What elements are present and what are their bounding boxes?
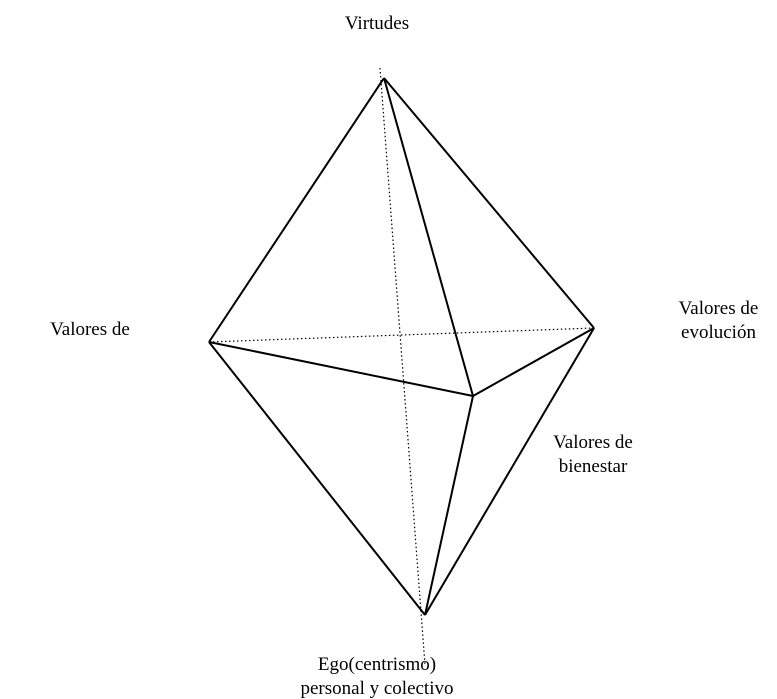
edge-front-bottom [424, 395, 474, 616]
horizontal-hidden-axis [208, 327, 595, 343]
ego-centrismo-label: Ego(centrismo) personal y colectivo [300, 654, 454, 699]
valores-evolucion-label: Valores de evolución [678, 298, 759, 340]
edge-top-right [383, 77, 595, 329]
edge-right-bottom [424, 327, 595, 616]
edge-top-front [383, 77, 474, 397]
edge-top-left [208, 77, 385, 343]
edge-left-front [208, 341, 474, 397]
valores-supervivencia-label: Valores de supervivencia [50, 319, 130, 338]
edge-front-right [472, 327, 595, 397]
valores-bienestar-label: Valores de bienestar [553, 432, 633, 476]
virtudes-label: Virtudes [344, 13, 410, 34]
edge-left-bottom [208, 341, 426, 616]
vertical-hidden-axis [379, 67, 426, 666]
